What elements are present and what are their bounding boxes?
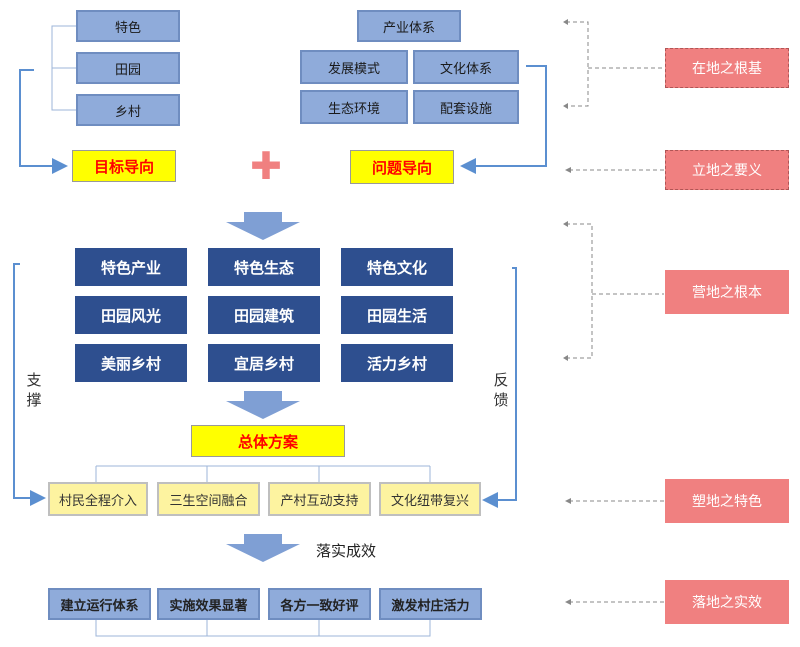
plus-icon: ✚: [250, 144, 282, 188]
support-bracket: [13, 263, 46, 506]
side-label-2: 立地之要义: [665, 150, 789, 190]
grid-item-9: 活力乡村: [341, 344, 453, 382]
support-label: 支 撑: [24, 370, 44, 410]
implement-label: 落实成效: [316, 541, 377, 560]
side-label-5: 落地之实效: [665, 580, 789, 624]
goal-item-tese: 特色: [76, 10, 180, 42]
plan-item-1: 村民全程介入: [48, 482, 148, 516]
goal-item-tianyuan: 田园: [76, 52, 180, 84]
side-dashed-arrowheads: [563, 19, 568, 361]
problem-arrow: [460, 65, 547, 174]
down-arrow-3: [226, 534, 300, 562]
problem-item-ecology: 生态环境: [300, 90, 408, 124]
feedback-label-char-2: 馈: [493, 391, 509, 409]
goal-orientation-label: 目标导向: [72, 150, 176, 182]
side-dashed-lines: [565, 21, 664, 605]
result-item-1: 建立运行体系: [48, 588, 151, 620]
feedback-label-char-1: 反: [493, 371, 509, 389]
side-label-3: 营地之根本: [665, 270, 789, 314]
goal-item-xiangcun: 乡村: [76, 94, 180, 126]
grid-item-7: 美丽乡村: [75, 344, 187, 382]
goal-bracket: [51, 25, 76, 111]
feedback-label: 反 馈: [491, 370, 511, 410]
grid-item-5: 田园建筑: [208, 296, 320, 334]
plan-item-3: 产村互动支持: [268, 482, 371, 516]
plan-tree-lines: [95, 465, 431, 482]
result-item-3: 各方一致好评: [268, 588, 371, 620]
feedback-bracket: [482, 267, 517, 508]
down-arrow-1: [226, 212, 300, 240]
problem-item-model: 发展模式: [300, 50, 408, 84]
grid-item-2: 特色生态: [208, 248, 320, 286]
side-label-1: 在地之根基: [665, 48, 789, 88]
support-label-char-2: 撑: [26, 391, 42, 409]
support-label-char-1: 支: [26, 371, 42, 389]
side-label-4: 塑地之特色: [665, 479, 789, 523]
grid-item-8: 宜居乡村: [208, 344, 320, 382]
grid-item-6: 田园生活: [341, 296, 453, 334]
problem-item-culture: 文化体系: [413, 50, 519, 84]
grid-item-1: 特色产业: [75, 248, 187, 286]
grid-item-3: 特色文化: [341, 248, 453, 286]
goal-arrow: [19, 69, 68, 174]
problem-item-industry: 产业体系: [357, 10, 461, 42]
plan-item-2: 三生空间融合: [157, 482, 260, 516]
plan-item-4: 文化纽带复兴: [379, 482, 481, 516]
result-item-4: 激发村庄活力: [379, 588, 482, 620]
problem-item-facilities: 配套设施: [413, 90, 519, 124]
result-bracket: [95, 620, 431, 637]
overall-plan-label: 总体方案: [191, 425, 345, 457]
grid-item-4: 田园风光: [75, 296, 187, 334]
problem-orientation-label: 问题导向: [350, 150, 454, 184]
down-arrow-2: [226, 391, 300, 419]
result-item-2: 实施效果显著: [157, 588, 260, 620]
